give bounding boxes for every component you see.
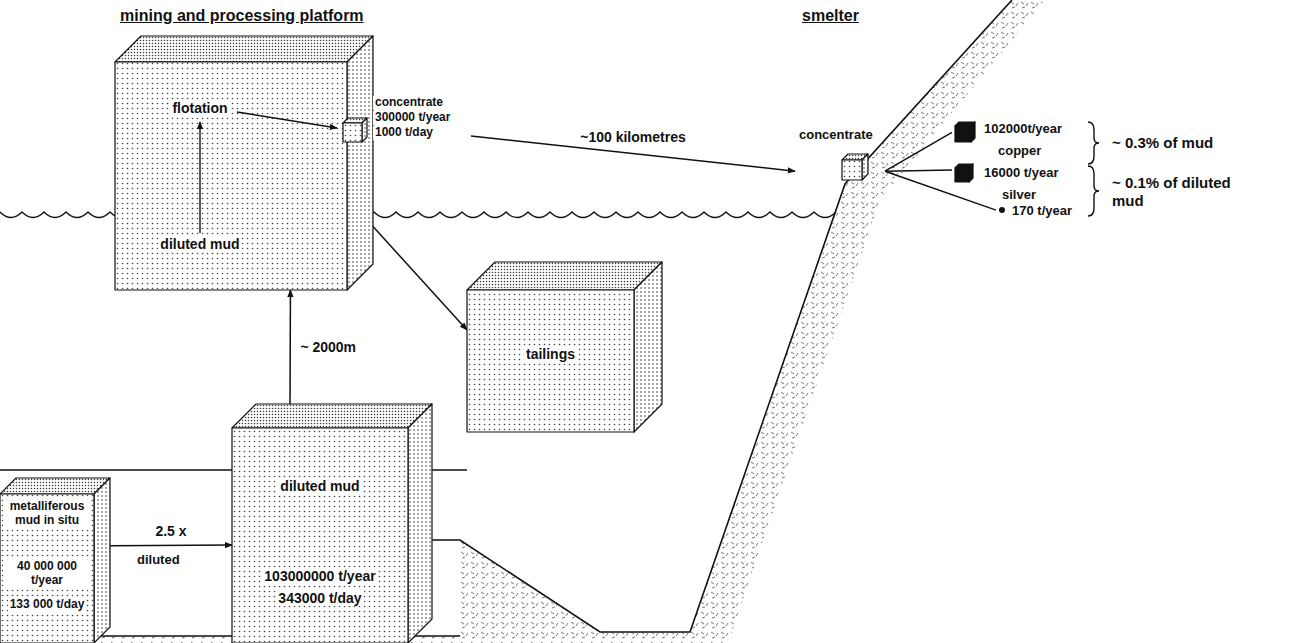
cube-label: 1000 t/day [373,126,435,140]
cube-label: flotation [170,100,229,116]
cube-front [0,494,94,643]
cube-label: concentrate [373,96,445,110]
ground-band [0,0,1045,643]
flow-connector [289,290,291,404]
cube-label: 133 000 t/day [8,598,87,612]
sea-floor-line [408,0,1012,632]
cube-shape [842,154,868,180]
cube-label: metalliferous mud in situ [3,500,91,528]
mineral-cube: diluted mud 103000000 t/year 343000 t/day [232,404,432,643]
cube-shape [343,118,367,142]
cube-label: concentrate [797,128,875,143]
flow-connector [885,171,996,210]
cube-label: 16000 t/year [982,166,1060,181]
flow-connector [885,170,952,171]
cube-label: 343000 t/day [276,590,363,606]
cube-shape [232,404,432,643]
cube-front [842,160,862,180]
mineral-cube: concentrate [795,128,885,182]
cube-label: 103000000 t/year [262,568,377,584]
cube-side [94,478,110,643]
cube-label: 40 000 000 t/year [3,560,91,588]
cube-label: diluted mud [158,236,241,252]
flow-arrow [199,122,200,233]
cube-shape [955,122,975,142]
flow-connector [373,227,467,331]
cube-shape [115,36,373,290]
cube-side [862,154,868,180]
cube-top [467,262,662,290]
bracket-note: ~ 0.3% of mud [1110,134,1215,152]
cube-label: tailings [524,346,577,362]
cube-side [634,262,662,432]
cube-label: 300000 t/year [373,111,452,125]
flow-arrow [237,112,337,128]
cube-front [115,62,347,290]
section-heading: smelter [800,6,861,25]
cube-top [232,404,432,428]
connector-label: ~100 kilometres [578,129,687,146]
cube-shape [955,164,973,182]
bracket [1088,122,1099,164]
connector-label: 2.5 x [153,523,188,540]
mineral-cube: metalliferous mud in situ 40 000 000 t/ye… [0,478,110,643]
bracket [1088,166,1099,216]
cube-front [955,126,971,142]
cube-top [115,36,373,62]
cube-side [347,36,373,290]
mineral-cube: flotation diluted mud [115,36,373,290]
cube-top [0,478,110,494]
cube-side [362,118,367,142]
mineral-cube: silver170 t/year [996,188,1086,222]
bracket-note: ~ 0.1% of diluted mud [1110,174,1260,210]
mineral-cube: copper 16000 t/year [952,144,1087,186]
mineral-cube: 102000t/year [952,118,1087,144]
cube-label: copper [996,144,1043,159]
cube-front [343,123,362,142]
cube-front [955,168,969,182]
dot [999,207,1005,213]
connector-label: ~ 2000m [298,339,358,356]
cube-label: diluted mud [278,478,361,494]
section-heading: mining and processing platform [118,6,366,25]
mineral-cube: tailings [467,262,662,432]
cube-label: 102000t/year [982,122,1064,137]
arrow-note: diluted [135,552,182,568]
cube-front [467,290,634,432]
cube-label: 170 t/year [1010,204,1074,219]
flow-connector [110,544,232,546]
mineral-cube: concentrate300000 t/year1000 t/day [341,96,471,146]
cube-side [408,404,432,643]
flow-connector [885,132,952,171]
cube-label: silver [1000,188,1038,203]
cube-front [232,428,408,643]
